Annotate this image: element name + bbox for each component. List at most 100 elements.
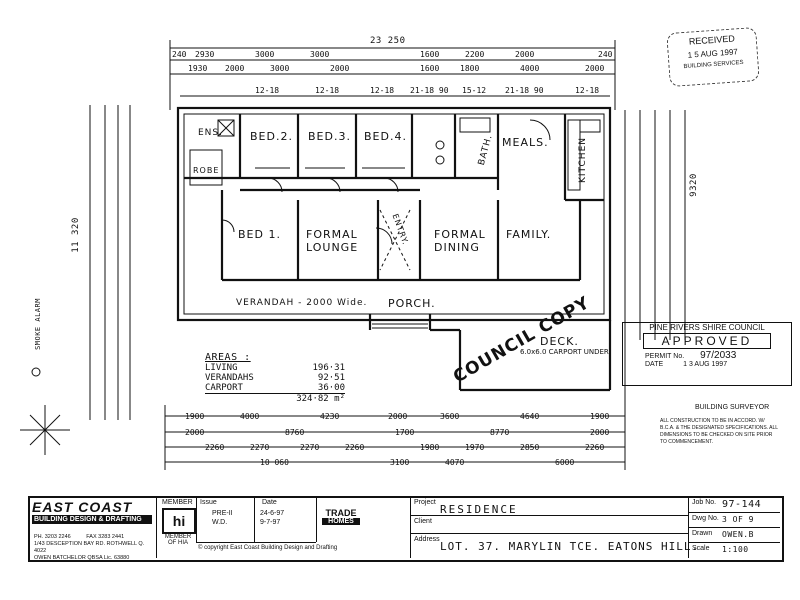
- site-address: LOT. 37. MARYLIN TCE. EATONS HILL.: [440, 540, 700, 553]
- received-stamp: RECEIVED 1 5 AUG 1997 BUILDING SERVICES: [666, 26, 760, 88]
- dim-label: 6000: [555, 458, 575, 467]
- dim-label: 1600: [420, 50, 440, 59]
- company-licence: OWEN BATCHELOR QBSA Lic. 63880: [34, 555, 130, 561]
- divider: [196, 542, 316, 543]
- divider: [410, 515, 688, 516]
- areas-row-label: LIVING: [205, 363, 238, 373]
- company-tagline: BUILDING DESIGN & DRAFTING: [32, 515, 152, 524]
- room-bed2: BED.2.: [250, 130, 293, 143]
- verandah-label: VERANDAH - 2000 Wide.: [236, 298, 368, 308]
- dim-label: 1900: [185, 412, 205, 421]
- date-row: 24-6-97: [260, 510, 285, 517]
- divider: [196, 496, 197, 542]
- room-bed3: BED.3.: [308, 130, 351, 143]
- copyright-text: copyright East Coast Building Design and…: [204, 545, 338, 551]
- room-formal-lounge: FORMAL LOUNGE: [306, 228, 359, 254]
- dim-label: 1900: [590, 412, 610, 421]
- dim-label: 2000: [515, 50, 535, 59]
- dim-label: 2260: [345, 443, 365, 452]
- dim-label: 4000: [240, 412, 260, 421]
- room-bed4: BED.4.: [364, 130, 407, 143]
- council-name: PINE RIVERS SHIRE COUNCIL: [649, 323, 765, 332]
- room-meals: MEALS.: [502, 136, 549, 149]
- permit-number: 97/2033: [700, 350, 737, 361]
- areas-row: LIVING 196·31: [205, 363, 345, 373]
- date-header: Date: [262, 499, 277, 506]
- dim-label: 1600: [420, 64, 440, 73]
- approval-date-row: DATE 1 3 AUG 1997: [623, 361, 791, 368]
- homes-label: HOMES: [322, 518, 360, 525]
- areas-row-label: CARPORT: [205, 383, 243, 393]
- areas-row-label: VERANDAHS: [205, 373, 254, 383]
- areas-row-value: 196·31: [312, 363, 345, 373]
- project-value: RESIDENCE: [440, 503, 518, 516]
- dim-label: 3100: [390, 458, 410, 467]
- dim-label: 2850: [520, 443, 540, 452]
- member-label: MEMBER: [162, 499, 193, 506]
- dwg-no-label: Dwg No.: [692, 515, 719, 522]
- issue-row: PRE-II: [212, 510, 233, 517]
- specification-notes: ALL CONSTRUCTION TO BE IN ACCORD. W/ B.C…: [660, 418, 778, 445]
- dim-label: 1800: [460, 64, 480, 73]
- dim-label: 21-18 90: [410, 86, 449, 95]
- dim-label: 2000: [388, 412, 408, 421]
- company-fax: FAX 3283 2441: [86, 534, 125, 540]
- dim-label: 2000: [585, 64, 605, 73]
- dim-label: 3000: [270, 64, 290, 73]
- dim-label: 2260: [585, 443, 605, 452]
- deck-label: DECK.: [540, 335, 579, 348]
- building-surveyor-label: BUILDING SURVEYOR: [695, 404, 770, 411]
- address-label: Address: [414, 536, 440, 543]
- areas-row-value: 92·51: [317, 373, 345, 383]
- divider: [688, 527, 780, 528]
- approval-stamp: PINE RIVERS SHIRE COUNCIL APPROVED PERMI…: [622, 322, 792, 386]
- date-row: 9-7-97: [260, 519, 281, 526]
- room-family: FAMILY.: [506, 228, 552, 241]
- approved-text: APPROVED: [643, 333, 771, 349]
- areas-total: 324·82 m²: [296, 394, 345, 404]
- dim-label: 12-18: [315, 86, 340, 95]
- job-no-value: 97-144: [722, 499, 762, 510]
- company-address: 1/43 DESCEPTION BAY RD. ROTHWELL Q. 4022: [34, 541, 145, 554]
- dim-label: 3600: [440, 412, 460, 421]
- dim-label: 2270: [300, 443, 320, 452]
- areas-title: AREAS :: [205, 352, 251, 363]
- right-overall-dimension: 9320: [688, 173, 699, 197]
- dim-label: 12-18: [255, 86, 280, 95]
- dim-label: 12-18: [370, 86, 395, 95]
- dim-label: 4230: [320, 412, 340, 421]
- dim-label: 2930: [195, 50, 215, 59]
- permit-label: PERMIT No.: [645, 353, 685, 360]
- scale-label: Scale: [692, 545, 710, 552]
- divider: [410, 533, 688, 534]
- room-bed1: BED 1.: [238, 228, 281, 241]
- divider: [688, 542, 780, 543]
- dim-label: 21-18 90: [505, 86, 544, 95]
- areas-schedule: AREAS : LIVING 196·31 VERANDAHS 92·51 CA…: [205, 352, 345, 404]
- dim-label: 8760: [285, 428, 305, 437]
- trade-homes-logo: TRADE HOMES: [322, 508, 360, 525]
- title-block: [28, 496, 784, 562]
- company-contact: PH. 3203 2246 FAX 3283 2441 1/43 DESCEPT…: [34, 534, 154, 562]
- client-label: Client: [414, 518, 432, 525]
- approval-date-value: 1 3 AUG 1997: [683, 361, 728, 368]
- dim-label: 1700: [395, 428, 415, 437]
- received-sub: BUILDING SERVICES: [683, 59, 744, 71]
- permit-row: PERMIT No. 97/2033: [623, 350, 791, 361]
- drawn-label: Drawn: [692, 530, 713, 537]
- member-of-label: MEMBER OF HIA: [164, 534, 192, 546]
- dim-label: 240: [598, 50, 613, 59]
- room-robe: ROBE: [193, 166, 220, 175]
- divider: [410, 496, 411, 558]
- scale-value: 1:100: [722, 545, 749, 554]
- issue-row: W.D.: [212, 519, 228, 526]
- porch-label: PORCH.: [388, 297, 436, 310]
- room-formal-dining: FORMAL DINING: [434, 228, 486, 254]
- dim-label: 2000: [590, 428, 610, 437]
- dim-label: 15-12: [462, 86, 487, 95]
- deck-note: 6.0x6.0 CARPORT UNDER: [520, 348, 609, 356]
- dim-label: 8770: [490, 428, 510, 437]
- company-logo: EAST COAST BUILDING DESIGN & DRAFTING: [32, 499, 152, 537]
- company-name: EAST COAST: [32, 499, 133, 515]
